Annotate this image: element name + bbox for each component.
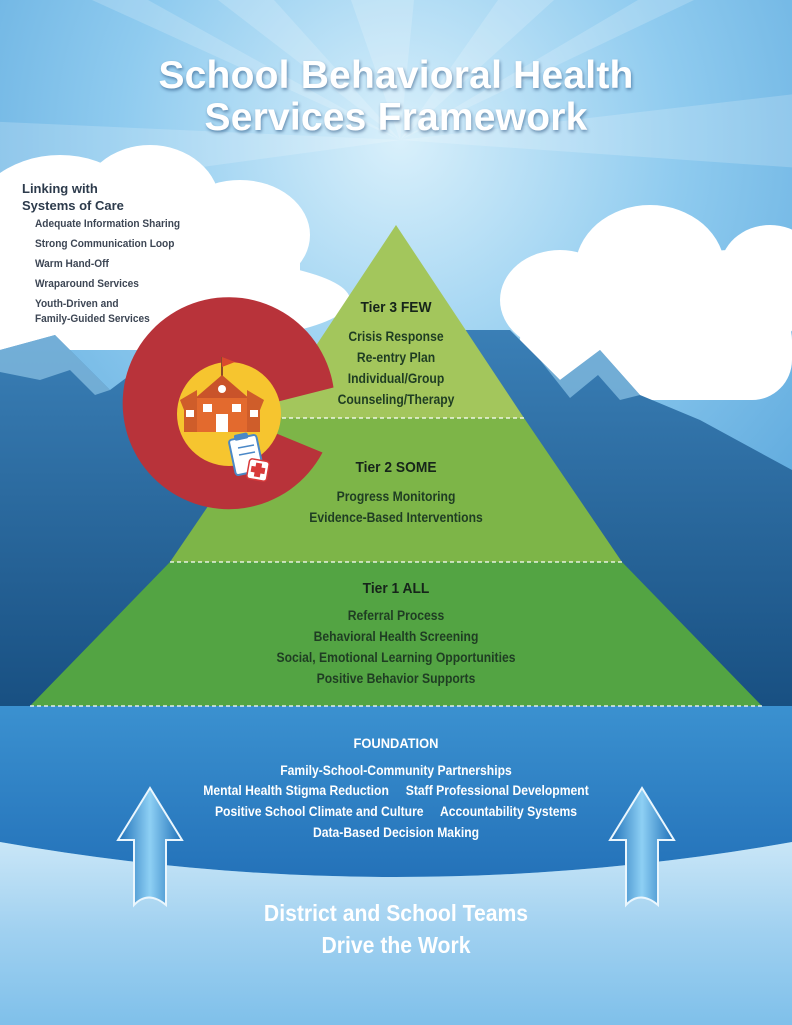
tier2-heading: Tier 2 SOME (355, 459, 437, 476)
tier1-item: Behavioral Health Screening (313, 629, 479, 644)
title-line-1: School Behavioral Health (158, 54, 634, 97)
tier1-item: Referral Process (347, 608, 445, 623)
tier3-band (268, 225, 524, 418)
tier2-item: Progress Monitoring (336, 489, 456, 504)
sidebar-item: Strong Communication Loop (35, 238, 175, 250)
sidebar-heading-line-1: Linking with (22, 181, 98, 196)
cloud-right (500, 205, 792, 400)
mountain-right-snow (510, 330, 640, 400)
tier1-band (30, 562, 762, 706)
bottom-area (0, 842, 792, 1025)
sidebar-item: Warm Hand-Off (35, 258, 109, 270)
sidebar-item: Family-Guided Services (35, 313, 150, 325)
up-arrow-icon (116, 786, 184, 908)
sidebar-heading-line-2: Systems of Care (22, 198, 124, 213)
foundation-band (0, 706, 792, 877)
foundation-line: Data-Based Decision Making (312, 825, 480, 840)
foundation-line: Positive School Climate and Culture Acco… (214, 804, 578, 819)
tier3-item: Counseling/Therapy (337, 392, 455, 407)
foundation-heading: FOUNDATION (353, 735, 439, 751)
tier1-item: Social, Emotional Learning Opportunities (276, 650, 516, 665)
mountain-left-snow (0, 335, 110, 395)
footer-line-1: District and School Teams (263, 900, 529, 926)
tier3-item: Crisis Response (348, 329, 444, 344)
tier1-item: Positive Behavior Supports (316, 671, 476, 686)
tier3-item: Individual/Group (347, 371, 445, 386)
sky-rays (0, 0, 792, 195)
sidebar-item: Wraparound Services (35, 278, 139, 290)
sidebar-item: Youth-Driven and (35, 298, 119, 310)
title-line-2: Services Framework (204, 96, 588, 139)
foundation-line: Family-School-Community Partnerships (280, 763, 512, 778)
school-icon (180, 357, 264, 432)
tier3-item: Re-entry Plan (356, 350, 436, 365)
flag-icon (222, 357, 235, 367)
tier2-item: Evidence-Based Interventions (309, 510, 483, 525)
tier3-heading: Tier 3 FEW (360, 299, 432, 316)
sidebar-item: Adequate Information Sharing (35, 218, 181, 230)
up-arrow-icon (608, 786, 676, 908)
medical-cross-icon (246, 458, 270, 482)
tier1-heading: Tier 1 ALL (362, 580, 430, 597)
foundation-line: Mental Health Stigma Reduction Staff Pro… (203, 783, 589, 798)
footer-line-2: Drive the Work (321, 932, 471, 958)
